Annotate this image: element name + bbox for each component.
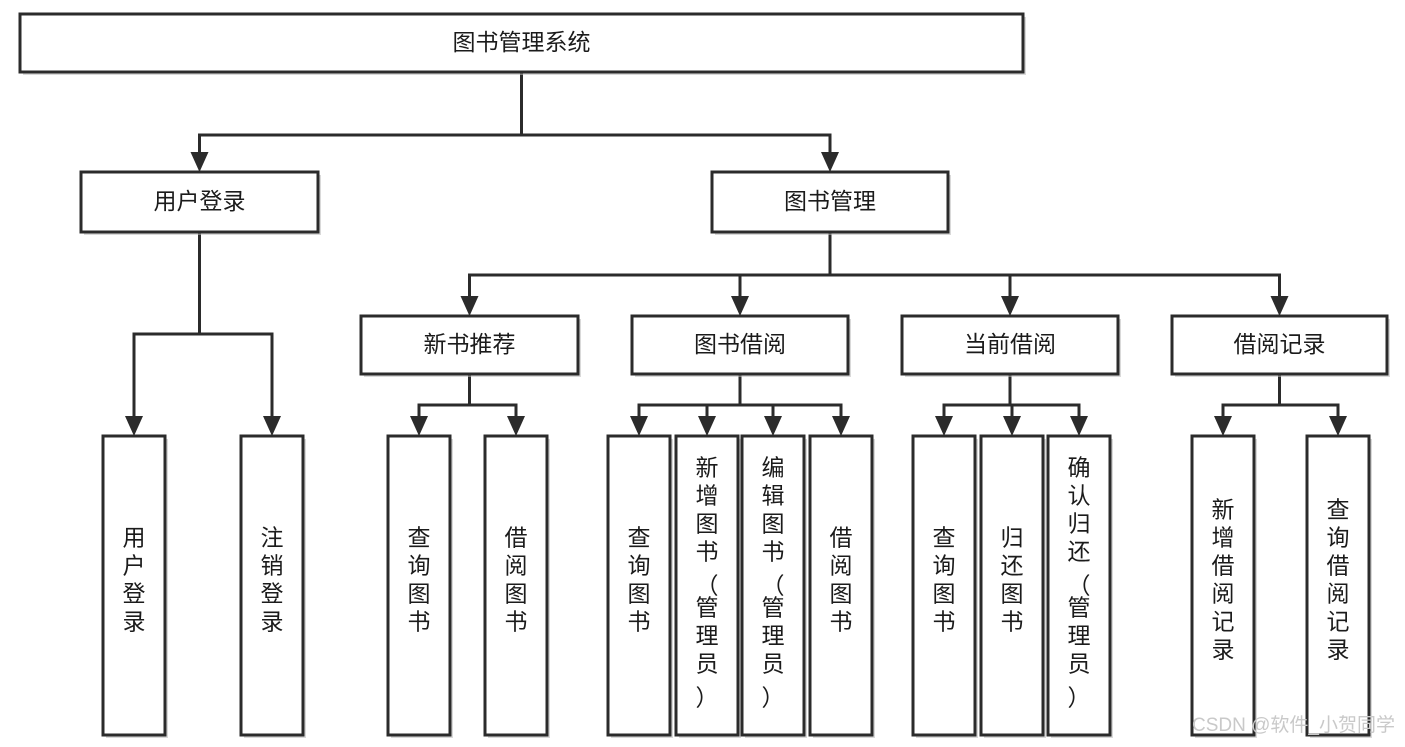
arrow-head-icon xyxy=(1329,416,1347,436)
node-label: 图书管理 xyxy=(784,188,876,214)
node-box[interactable] xyxy=(710,170,950,234)
arrow-head-icon xyxy=(190,152,209,172)
node-layer: 图书管理系统用户登录图书管理新书推荐图书借阅当前借阅借阅记录用户登录注销登录查询… xyxy=(18,12,1390,738)
node-label: 借阅图书 xyxy=(830,525,853,635)
node-leaf-borrow-query[interactable]: 查询图书 xyxy=(606,434,673,738)
node-label: 注销登录 xyxy=(261,525,284,635)
arrow-head-icon xyxy=(935,416,953,436)
connector-group-new-book-rec xyxy=(410,372,525,436)
node-label: 借阅图书 xyxy=(505,525,528,635)
node-label: 新增借阅记录 xyxy=(1212,497,1235,663)
node-label: 查询图书 xyxy=(408,525,431,635)
node-label: 新增图书（管理员） xyxy=(696,455,719,711)
arrow-head-icon xyxy=(764,416,782,436)
arrow-head-icon xyxy=(731,296,749,316)
connector-group-borrow-record xyxy=(1214,372,1347,436)
node-box[interactable] xyxy=(900,314,1120,376)
node-box[interactable] xyxy=(239,434,305,737)
arrow-head-icon xyxy=(832,416,850,436)
node-user-login[interactable]: 用户登录 xyxy=(79,170,321,235)
arrow-head-icon xyxy=(698,416,716,436)
node-box[interactable] xyxy=(101,434,167,737)
node-leaf-borrow-do[interactable]: 借阅图书 xyxy=(808,434,875,738)
connector-layer xyxy=(125,70,1347,436)
node-leaf-borrow-add[interactable]: 新增图书（管理员） xyxy=(674,434,741,738)
node-box[interactable] xyxy=(911,434,977,737)
node-leaf-borrow-edit[interactable]: 编辑图书（管理员） xyxy=(740,434,807,738)
node-label: 查询借阅记录 xyxy=(1327,497,1350,663)
csdn-watermark: CSDN @软件_小贺同学 xyxy=(1192,714,1395,736)
node-box[interactable] xyxy=(18,12,1025,74)
node-leaf-user-login[interactable]: 用户登录 xyxy=(101,434,168,738)
arrow-head-icon xyxy=(1001,296,1019,316)
arrow-head-icon xyxy=(1003,416,1021,436)
node-box[interactable] xyxy=(359,314,580,376)
node-box[interactable] xyxy=(1046,434,1112,737)
arrow-head-icon xyxy=(263,416,281,436)
arrow-head-icon xyxy=(630,416,648,436)
node-box[interactable] xyxy=(808,434,874,737)
arrow-head-icon xyxy=(1214,416,1232,436)
node-leaf-cur-confirm[interactable]: 确认归还（管理员） xyxy=(1046,434,1113,738)
arrow-head-icon xyxy=(1070,416,1088,436)
node-label: 查询图书 xyxy=(933,525,956,635)
node-box[interactable] xyxy=(1190,434,1256,737)
node-leaf-rec-query2[interactable]: 查询借阅记录 xyxy=(1305,434,1372,738)
node-new-book-rec[interactable]: 新书推荐 xyxy=(359,314,581,377)
node-leaf-cur-query[interactable]: 查询图书 xyxy=(911,434,978,738)
node-leaf-user-logout[interactable]: 注销登录 xyxy=(239,434,306,738)
node-borrow-record[interactable]: 借阅记录 xyxy=(1170,314,1390,377)
node-leaf-rec-borrow[interactable]: 借阅图书 xyxy=(483,434,550,738)
node-box[interactable] xyxy=(674,434,740,737)
arrow-head-icon xyxy=(410,416,428,436)
node-leaf-cur-return[interactable]: 归还图书 xyxy=(979,434,1046,738)
connector-group-root xyxy=(190,70,839,172)
connector-group-book-manage xyxy=(460,230,1289,316)
node-label: 确认归还（管理员） xyxy=(1068,455,1091,711)
node-box[interactable] xyxy=(483,434,549,737)
arrow-head-icon xyxy=(821,152,839,172)
node-label: 当前借阅 xyxy=(964,331,1056,357)
node-box[interactable] xyxy=(1170,314,1389,376)
arrow-head-icon xyxy=(1270,296,1289,316)
node-label: 借阅记录 xyxy=(1234,331,1326,357)
node-book-manage[interactable]: 图书管理 xyxy=(710,170,951,235)
node-label: 用户登录 xyxy=(123,525,146,635)
node-box[interactable] xyxy=(606,434,672,737)
connector-group-current-borrow xyxy=(935,372,1088,436)
arrow-head-icon xyxy=(460,296,479,316)
node-label: 图书管理系统 xyxy=(453,29,591,55)
connector-group-user-login xyxy=(125,230,281,436)
node-current-borrow[interactable]: 当前借阅 xyxy=(900,314,1121,377)
node-label: 用户登录 xyxy=(154,188,246,214)
node-box[interactable] xyxy=(630,314,850,376)
node-label: 图书借阅 xyxy=(694,331,786,357)
node-leaf-rec-add[interactable]: 新增借阅记录 xyxy=(1190,434,1257,738)
node-box[interactable] xyxy=(79,170,320,234)
arrow-head-icon xyxy=(125,416,143,436)
node-label: 编辑图书（管理员） xyxy=(762,455,785,711)
node-book-borrow[interactable]: 图书借阅 xyxy=(630,314,851,377)
node-box[interactable] xyxy=(740,434,806,737)
node-root-图书管理系统[interactable]: 图书管理系统 xyxy=(18,12,1026,75)
node-box[interactable] xyxy=(386,434,452,737)
arrow-head-icon xyxy=(507,416,525,436)
connector-group-book-borrow xyxy=(630,372,850,436)
node-leaf-rec-query[interactable]: 查询图书 xyxy=(386,434,453,738)
node-label: 新书推荐 xyxy=(424,331,516,357)
node-box[interactable] xyxy=(979,434,1045,737)
node-label: 归还图书 xyxy=(1001,525,1024,635)
node-box[interactable] xyxy=(1305,434,1371,737)
node-label: 查询图书 xyxy=(628,525,651,635)
